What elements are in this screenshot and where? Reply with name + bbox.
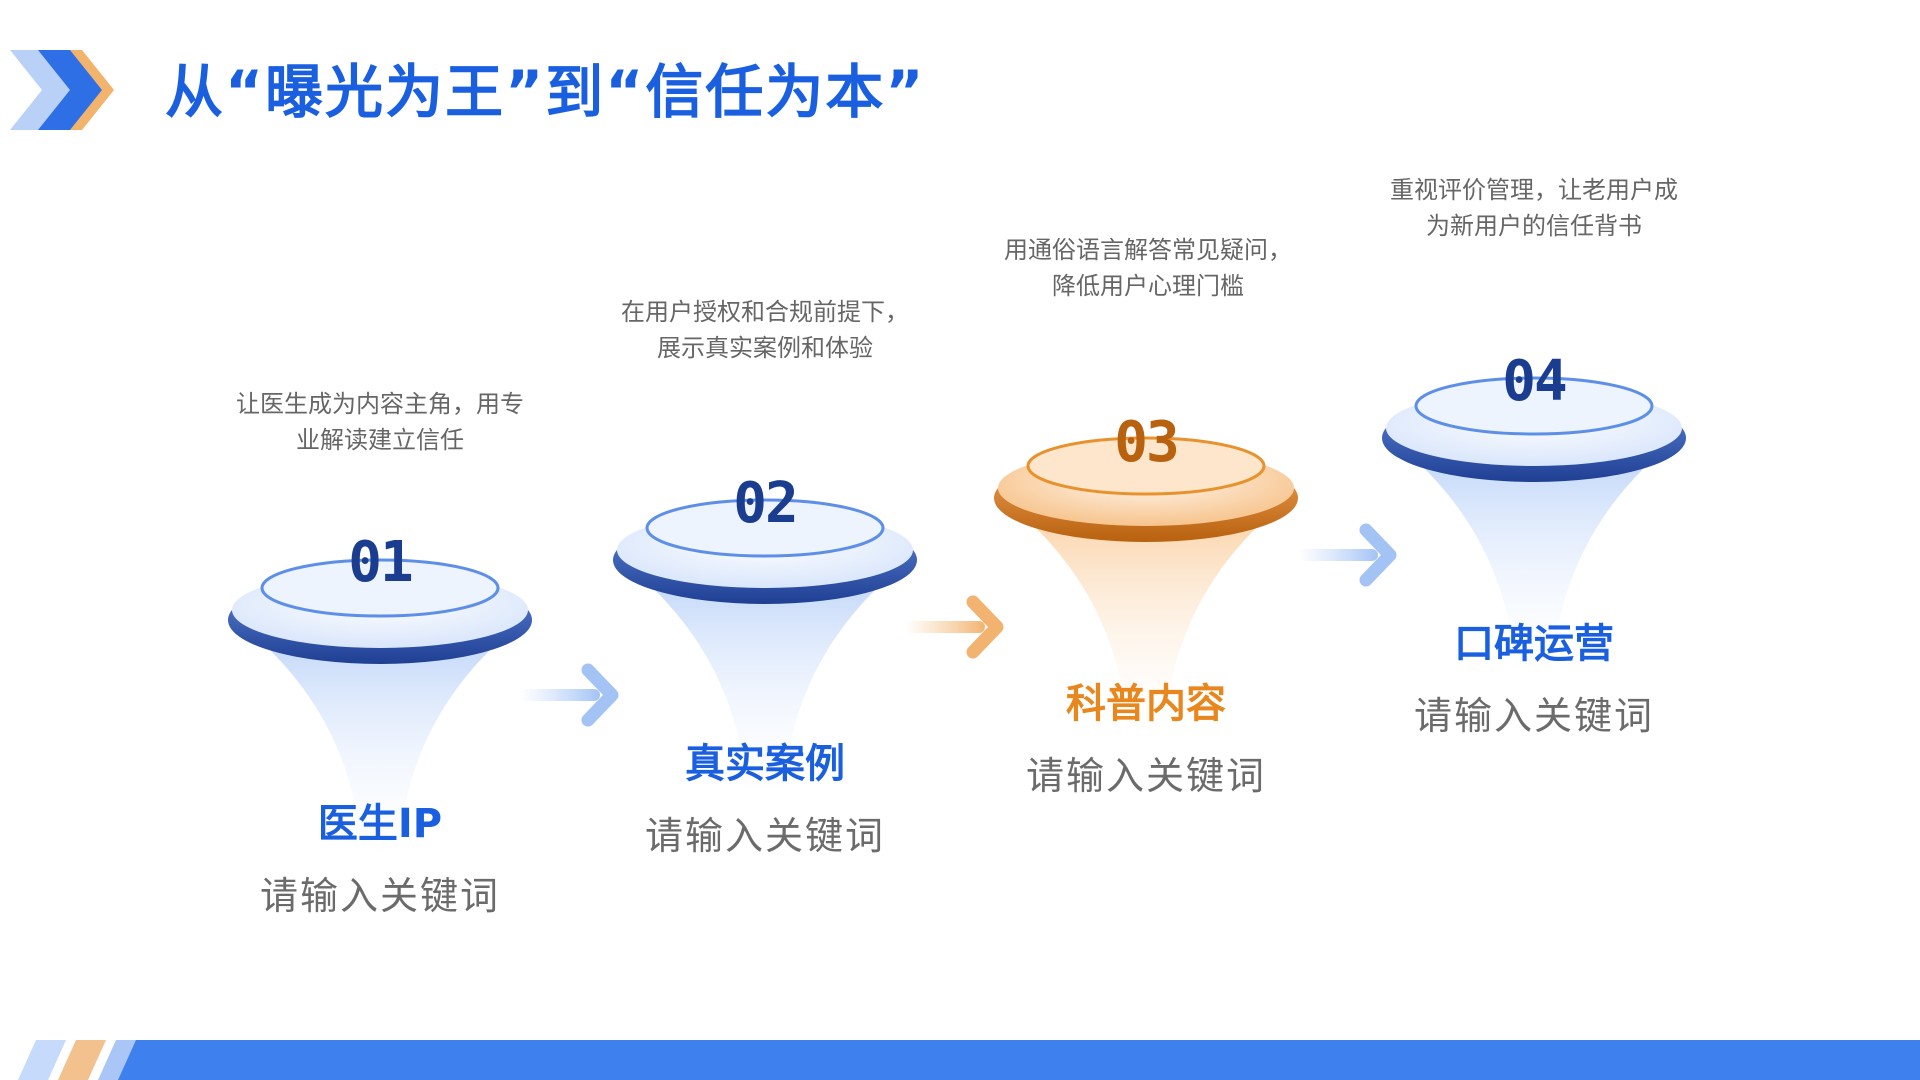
step-title: 科普内容 <box>1066 681 1226 727</box>
step-title: 医生IP <box>317 801 443 847</box>
funnel-icon <box>994 436 1298 748</box>
footer-stripe-band <box>18 1040 1920 1080</box>
chevron-logo-icon <box>10 50 114 130</box>
step-title: 真实案例 <box>685 741 845 787</box>
step-description: 用通俗语言解答常见疑问， 降低用户心理门槛 <box>1004 236 1292 300</box>
step-subtitle: 请输入关键词 <box>1413 694 1654 738</box>
arrow-right-icon <box>1298 523 1397 587</box>
step-number: 03 <box>1114 410 1179 475</box>
step-number: 04 <box>1502 349 1567 414</box>
arrow-right-icon <box>520 663 619 727</box>
step-description: 重视评价管理，让老用户成 为新用户的信任背书 <box>1390 176 1678 240</box>
page-title: 从“曝光为王”到“信任为本” <box>165 58 926 126</box>
funnel-icon <box>613 498 917 810</box>
step-title: 口碑运营 <box>1454 621 1614 667</box>
arrow-right-icon <box>905 595 1004 659</box>
step-number: 01 <box>348 530 413 595</box>
step-subtitle: 请输入关键词 <box>644 814 885 858</box>
funnel-icon <box>1382 376 1686 688</box>
step-subtitle: 请输入关键词 <box>1025 754 1266 798</box>
step-description: 在用户授权和合规前提下， 展示真实案例和体验 <box>621 298 909 362</box>
step-number: 02 <box>733 471 798 536</box>
funnel-icon <box>228 558 532 870</box>
step-subtitle: 请输入关键词 <box>259 874 500 918</box>
step-description: 让医生成为内容主角，用专 业解读建立信任 <box>236 390 524 454</box>
